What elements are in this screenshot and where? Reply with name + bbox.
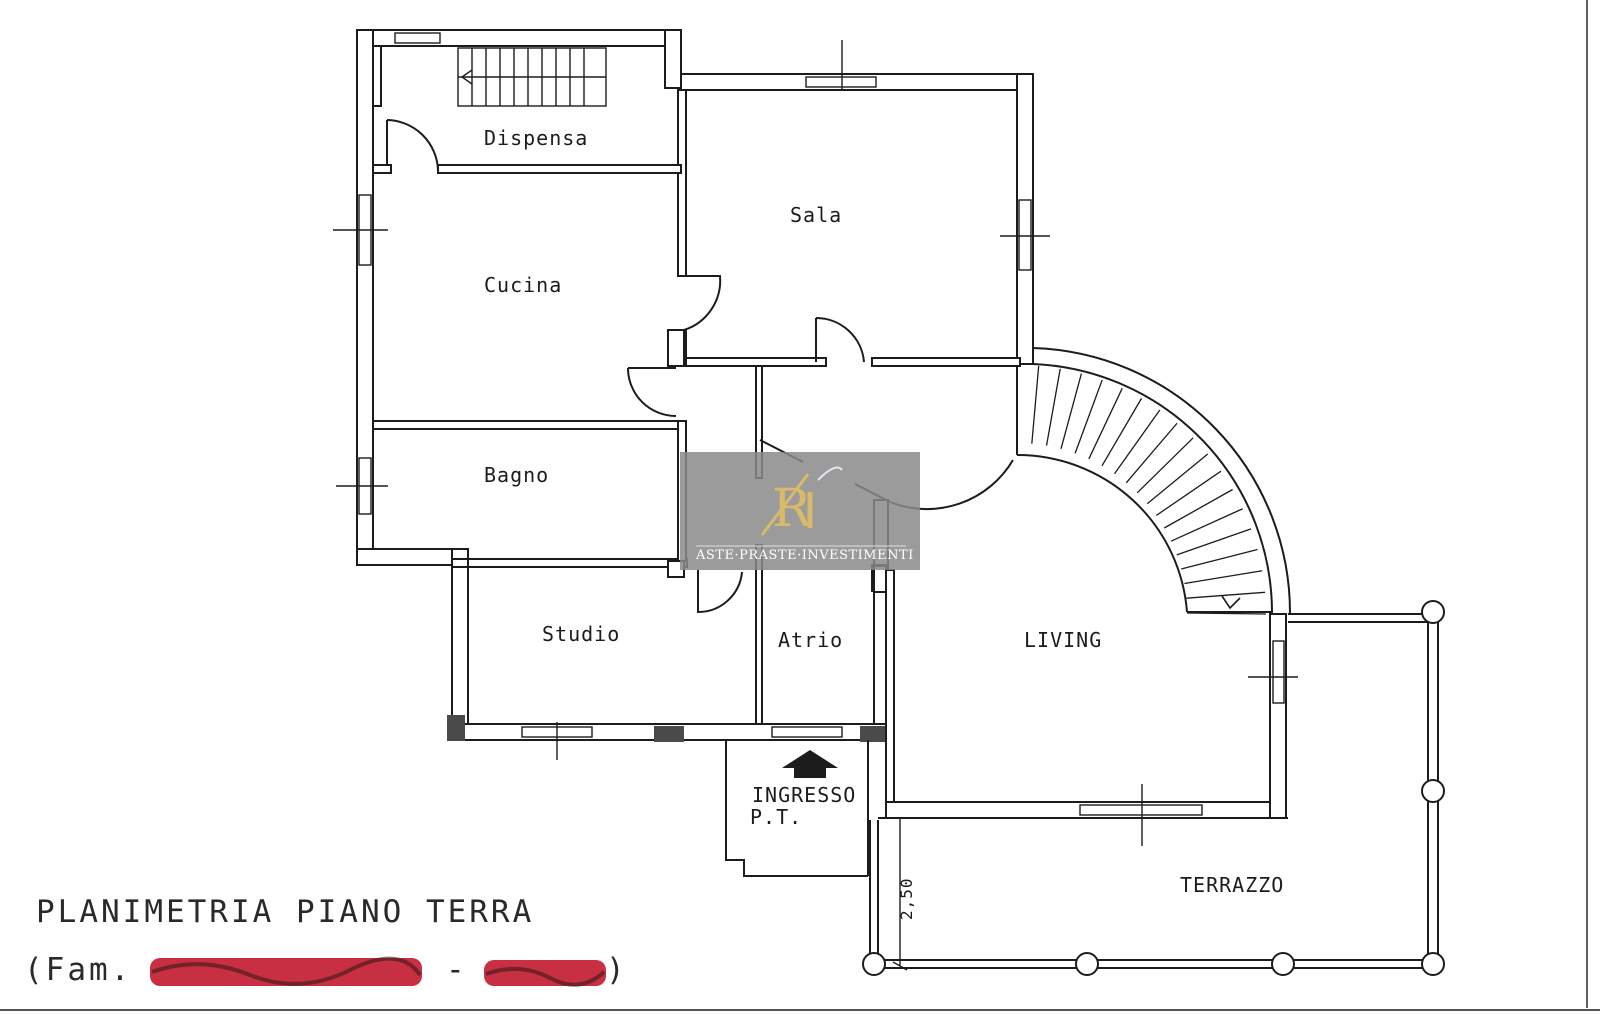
plan-subtitle-open: (Fam. (24, 952, 132, 988)
stair-tread (1125, 422, 1178, 484)
redaction-scribble (151, 956, 422, 986)
door-sala-hall (815, 316, 865, 363)
redaction-mark-role (484, 960, 606, 986)
stair-tread (1176, 528, 1252, 556)
stairs-curved (1016, 365, 1267, 615)
room-label-sala: Sala (790, 203, 842, 227)
watermark-swoosh-icon (817, 466, 843, 481)
wall-kitchen-sala (677, 89, 687, 277)
stair-tread (1186, 591, 1266, 599)
door-cucina-sala (683, 275, 722, 331)
stairs-straight (457, 47, 607, 107)
wall-step-down (451, 548, 469, 733)
room-label-living: LIVING (1024, 628, 1102, 652)
dimension-label: 2,50 (897, 877, 916, 920)
stair-tread (1088, 388, 1123, 460)
watermark: R ASTE·PRASTE·INVESTIMENTI (680, 452, 920, 570)
wall-sala-south-2 (871, 357, 1021, 367)
room-label-dispensa: Dispensa (484, 126, 588, 150)
watermark-brand: ASTE·PRASTE·INVESTIMENTI (695, 548, 914, 563)
column (1421, 952, 1445, 976)
windows (333, 32, 1298, 846)
pillar-2 (654, 726, 684, 742)
column (1421, 600, 1445, 624)
door-cucina-hall (627, 367, 677, 417)
room-label-atrio: Atrio (778, 628, 843, 652)
watermark-monogram: R (772, 479, 813, 539)
plan-title: PLANIMETRIA PIANO TERRA (36, 894, 534, 930)
room-label-studio: Studio (542, 622, 620, 646)
stair-tread (1031, 365, 1040, 444)
window-sala-east (1018, 199, 1032, 271)
stair-outer-arc-b (1032, 363, 1274, 615)
wall-cucina-bagno (372, 420, 679, 430)
window-dispensa (394, 32, 441, 44)
room-labels: Dispensa Sala Cucina Bagno Studio Atrio … (484, 126, 1284, 920)
wall-hall-west-low (755, 544, 763, 728)
stair-direction-arrow-icon (1221, 595, 1241, 610)
wall-south-bagno (356, 548, 453, 566)
stair-tread (1186, 612, 1267, 615)
column (1271, 952, 1295, 976)
stair-tread (1181, 548, 1258, 570)
pillar-3 (860, 726, 890, 742)
wall-dispensa (437, 164, 682, 174)
wall-living-west (885, 569, 895, 811)
stair-tread (1074, 379, 1103, 454)
wall-dispensa-stub (372, 164, 392, 174)
pillar-1 (447, 715, 465, 741)
wall-pillar (667, 329, 685, 367)
entrance-label-level: P.T. (750, 805, 802, 829)
wall-kitchen-east-top (664, 29, 682, 89)
window-living-east (1272, 640, 1285, 704)
stair-inner-arc (1016, 453, 1188, 613)
stair-tread (1060, 373, 1083, 449)
stair-tread (1136, 437, 1194, 494)
redaction-scribble-2 (485, 966, 606, 987)
stair-tread (1184, 570, 1263, 585)
stair-tread (1146, 453, 1209, 505)
window-sala-north (805, 76, 877, 88)
entrance-label: INGRESSO (752, 783, 856, 807)
entrance-porch (725, 740, 869, 877)
plan-subtitle-close: ) (606, 952, 628, 988)
room-label-terrazzo: TERRAZZO (1180, 873, 1284, 897)
room-label-bagno: Bagno (484, 463, 549, 487)
door-studio (697, 570, 743, 614)
window-atrio-south (771, 726, 843, 738)
column (1075, 952, 1099, 976)
stair-tread (1155, 470, 1222, 517)
stair-tread (1101, 398, 1143, 467)
stair-outer-arc-a (1032, 347, 1292, 615)
wall-stair-box (372, 45, 382, 107)
wall-sala-south-1 (685, 357, 827, 367)
plan-subtitle-dash: - (446, 952, 468, 988)
watermark-slash (760, 473, 810, 536)
stair-tread (1045, 368, 1061, 446)
column (1421, 779, 1445, 803)
window-living-south (1079, 804, 1203, 816)
entrance-arrow-icon (782, 750, 838, 778)
stair-tread (1113, 409, 1161, 475)
door-dispensa (386, 119, 439, 171)
stair-tread (1163, 488, 1233, 529)
wall-studio-top (467, 558, 679, 568)
stair-tread (1170, 508, 1243, 542)
column (862, 952, 886, 976)
watermark-box (680, 452, 920, 570)
terrace (862, 600, 1445, 976)
caption: PLANIMETRIA PIANO TERRA (Fam. - ) (24, 894, 628, 988)
room-label-cucina: Cucina (484, 273, 562, 297)
